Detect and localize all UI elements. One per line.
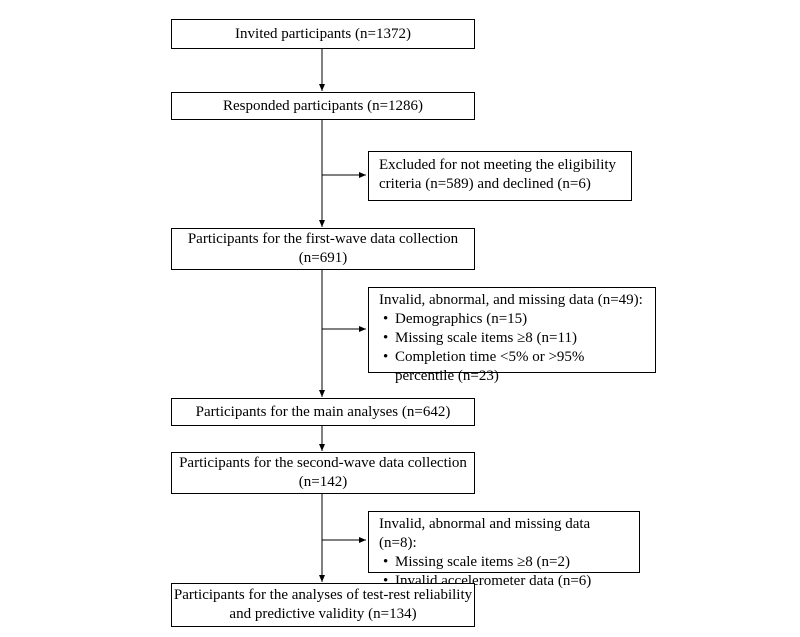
- box-responded-participants: Responded participants (n=1286): [171, 92, 475, 120]
- list-item: Missing scale items ≥8 (n=11): [383, 329, 645, 348]
- final-line-1: Participants for the analyses of test-re…: [173, 587, 473, 603]
- box-final-analyses: Participants for the analyses of test-re…: [171, 583, 475, 627]
- box-first-wave: Participants for the first-wave data col…: [171, 228, 475, 270]
- main-label: Participants for the main analyses (n=64…: [195, 403, 451, 420]
- invalid2-title: Invalid, abnormal and missing data (n=8)…: [379, 516, 591, 551]
- list-item: Completion time <5% or >95% percentile (…: [383, 348, 645, 386]
- excluded-label: Excluded for not meeting the eligibility…: [379, 157, 617, 192]
- final-line-2: and predictive validity (n=134): [229, 606, 417, 622]
- box-invited-participants: Invited participants (n=1372): [171, 19, 475, 49]
- box-main-analyses: Participants for the main analyses (n=64…: [171, 398, 475, 426]
- first-wave-line-2: (n=691): [298, 250, 348, 266]
- first-wave-line-1: Participants for the first-wave data col…: [187, 231, 459, 247]
- box-excluded: Excluded for not meeting the eligibility…: [368, 151, 632, 201]
- invalid1-title: Invalid, abnormal, and missing data (n=4…: [379, 292, 643, 308]
- list-item: Missing scale items ≥8 (n=2): [383, 553, 629, 572]
- box-invalid-data-2: Invalid, abnormal and missing data (n=8)…: [368, 511, 640, 591]
- invalid1-list: Demographics (n=15) Missing scale items …: [379, 310, 645, 386]
- invited-label: Invited participants (n=1372): [235, 25, 411, 42]
- box-invalid-data-1: Invalid, abnormal, and missing data (n=4…: [368, 287, 656, 384]
- list-item: Demographics (n=15): [383, 310, 645, 329]
- responded-label: Responded participants (n=1286): [222, 97, 424, 114]
- second-wave-line-2: (n=142): [298, 474, 348, 490]
- box-second-wave: Participants for the second-wave data co…: [171, 452, 475, 494]
- second-wave-line-1: Participants for the second-wave data co…: [179, 455, 467, 471]
